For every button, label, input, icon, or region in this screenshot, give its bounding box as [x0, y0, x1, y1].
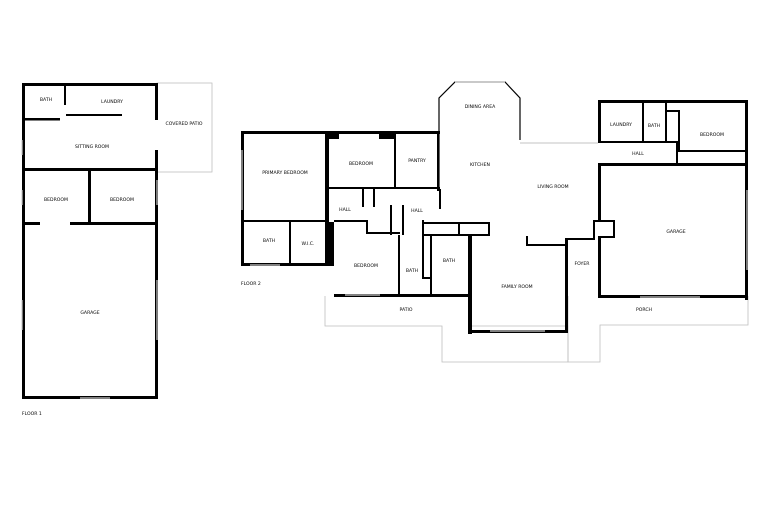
floor1-wall-bedrooms	[88, 168, 91, 224]
floor2-wall	[334, 220, 367, 222]
floor1-wall-bath-side	[64, 83, 66, 105]
floor2-wall	[642, 100, 644, 143]
floor2-label-family-room: FAMILY ROOM	[501, 284, 532, 290]
floor2-label-bath-laundry: BATH	[648, 123, 660, 129]
floor1-wall-left	[22, 83, 25, 399]
porch-outline	[567, 296, 749, 363]
floor2-wall	[422, 234, 424, 279]
floor2-wall	[366, 232, 400, 234]
floor2-label-patio: PATIO	[399, 307, 412, 313]
floor2-wall	[526, 244, 566, 246]
floor1-caption: FLOOR 1	[22, 411, 42, 417]
floor1-wall-top	[22, 83, 158, 86]
floor2-wall	[600, 236, 615, 238]
floor2-label-bedroom-right: BEDROOM	[700, 132, 724, 138]
floor2-label-primary-bedroom: PRIMARY BEDROOM	[262, 170, 308, 176]
floor2-wall	[468, 234, 472, 334]
floor-2: DINING AREA PANTRY KITCHEN PRIMARY BEDRO…	[241, 81, 749, 363]
floor2-label-pantry: PANTRY	[408, 158, 426, 164]
floor2-wall	[402, 205, 404, 235]
floor2-wall	[598, 141, 678, 143]
floor2-wall	[325, 131, 329, 266]
dining-bay-wall	[438, 81, 521, 191]
floor1-label-bath: BATH	[40, 97, 52, 103]
floor2-wall	[678, 150, 748, 152]
floor2-label-laundry: LAUNDRY	[610, 122, 632, 128]
floor2-label-bedroom-lower: BEDROOM	[354, 263, 378, 269]
floor2-wall	[593, 220, 595, 240]
floor2-label-bedroom-center: BEDROOM	[349, 161, 373, 167]
floor2-label-kitchen: KITCHEN	[470, 162, 490, 168]
floor2-label-bath-small: BATH	[406, 268, 418, 274]
floor2-wall	[390, 205, 392, 235]
floor2-wall	[334, 294, 470, 297]
floor2-wall	[598, 100, 601, 143]
floor2-wall	[241, 131, 328, 134]
floor1-wall-bath	[22, 118, 60, 121]
floor2-label-living-room: LIVING ROOM	[537, 184, 568, 190]
floor2-wall	[396, 187, 440, 189]
floor2-wall	[394, 131, 396, 189]
floor2-label-hall-center: HALL	[411, 208, 423, 214]
floor2-wall	[289, 222, 291, 264]
floor2-label-dining-area: DINING AREA	[465, 104, 496, 110]
floor2-wall	[598, 163, 601, 221]
floor2-caption: FLOOR 2	[241, 281, 261, 287]
floor2-wall	[665, 100, 667, 143]
floor1-label-covered-patio: COVERED PATIO	[166, 121, 203, 127]
floor1-wall-garage	[22, 222, 158, 225]
floor2-wall	[366, 220, 368, 234]
floor2-label-bath-primary: BATH	[263, 238, 275, 244]
floor2-wall	[676, 141, 678, 165]
floor2-wall	[565, 238, 595, 240]
floor2-wall	[422, 220, 424, 234]
floor1-wall-right	[155, 83, 158, 399]
floor2-wall	[398, 235, 400, 297]
floor2-wall	[241, 220, 327, 222]
floor2-wall	[373, 189, 375, 207]
floor1-label-laundry: LAUNDRY	[101, 99, 123, 105]
floor2-label-hall-right: HALL	[632, 151, 644, 157]
floor2-wall	[241, 263, 327, 266]
floor2-wall	[439, 189, 441, 209]
floor1-label-bedroom-2: BEDROOM	[110, 197, 134, 203]
floor2-wall	[430, 235, 432, 295]
floor2-wall-thick	[325, 131, 339, 139]
floor2-wall	[422, 234, 488, 236]
floor1-wall-laundry	[66, 114, 122, 116]
floor2-wall	[667, 110, 680, 112]
floor2-wall	[598, 100, 748, 103]
floor2-label-wic: W.I.C.	[302, 241, 315, 247]
floor2-label-hall-left: HALL	[339, 207, 351, 213]
floor2-label-bath-center: BATH	[443, 258, 455, 264]
floor2-wall	[325, 187, 397, 189]
floor2-wall	[437, 131, 439, 191]
floor2-label-garage: GARAGE	[666, 229, 685, 235]
floor2-wall	[422, 277, 432, 279]
floor2-wall	[565, 240, 568, 333]
floor2-wall	[458, 222, 460, 236]
patio-outline	[324, 296, 569, 363]
floor2-wall-thick	[379, 131, 396, 139]
floor2-wall	[526, 236, 528, 246]
floor2-wall-thick	[325, 222, 334, 266]
covered-patio-outline	[156, 82, 213, 173]
floor2-label-porch: PORCH	[636, 307, 652, 313]
floor2-wall	[598, 236, 601, 297]
floor1-label-garage: GARAGE	[80, 310, 99, 316]
floor2-wall	[488, 222, 490, 236]
floor2-wall	[593, 220, 615, 222]
floor1-label-sitting-room: SITTING ROOM	[75, 144, 109, 150]
floor1-label-bedroom-1: BEDROOM	[44, 197, 68, 203]
floor2-wall	[678, 110, 680, 152]
floor2-label-foyer: FOYER	[575, 261, 591, 267]
floor2-wall	[613, 220, 615, 238]
floor2-wall	[598, 163, 748, 166]
floor2-wall	[422, 222, 490, 224]
floor2-wall	[362, 187, 364, 207]
floor-1: BATH LAUNDRY COVERED PATIO SITTING ROOM …	[21, 82, 213, 417]
